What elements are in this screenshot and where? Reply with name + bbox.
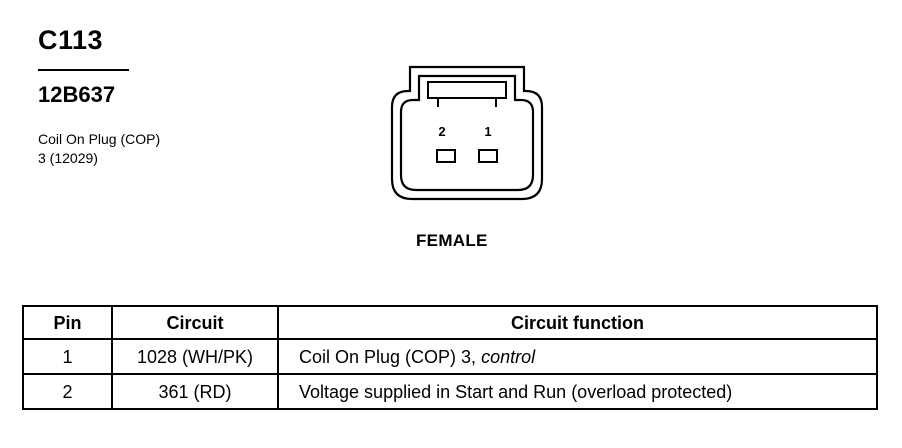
cell-pin: 1 [22,338,113,375]
function-text-italic: control [481,346,536,367]
table-row: 1 1028 (WH/PK) Coil On Plug (COP) 3, con… [22,338,878,375]
part-number: 12B637 [38,82,116,107]
connector-inner-shell [399,74,535,192]
cell-circuit: 1028 (WH/PK) [111,338,279,375]
pin-circuit-table: Pin Circuit Circuit function 1 1028 (WH/… [22,305,878,410]
pin-cavity-2 [436,149,456,163]
connector-outer-shell [390,65,544,201]
pin-number-1: 1 [484,124,491,139]
connector-face-diagram: 2 1 [390,65,544,201]
connector-location: 3 (12029) [38,150,98,166]
connector-description: Coil On Plug (COP) [38,131,161,147]
connector-id: C113 [38,25,104,55]
header-circuit-function: Circuit function [277,305,878,340]
table-row: 2 361 (RD) Voltage supplied in Start and… [22,373,878,410]
header-pin: Pin [22,305,113,340]
pin-number-2: 2 [438,124,445,139]
cell-circuit: 361 (RD) [111,373,279,410]
cell-circuit-function: Voltage supplied in Start and Run (overl… [277,373,878,410]
connector-id-underline [38,69,129,71]
table-header-row: Pin Circuit Circuit function [22,305,878,340]
header-circuit: Circuit [111,305,279,340]
cell-circuit-function: Coil On Plug (COP) 3, control [277,338,878,375]
function-text: Coil On Plug (COP) 3, [299,346,482,367]
function-text: Voltage supplied in Start and Run (overl… [299,381,733,402]
connector-gender-label: FEMALE [416,231,488,250]
locking-latch [427,81,507,99]
pin-cavity-1 [478,149,498,163]
cell-pin: 2 [22,373,113,410]
